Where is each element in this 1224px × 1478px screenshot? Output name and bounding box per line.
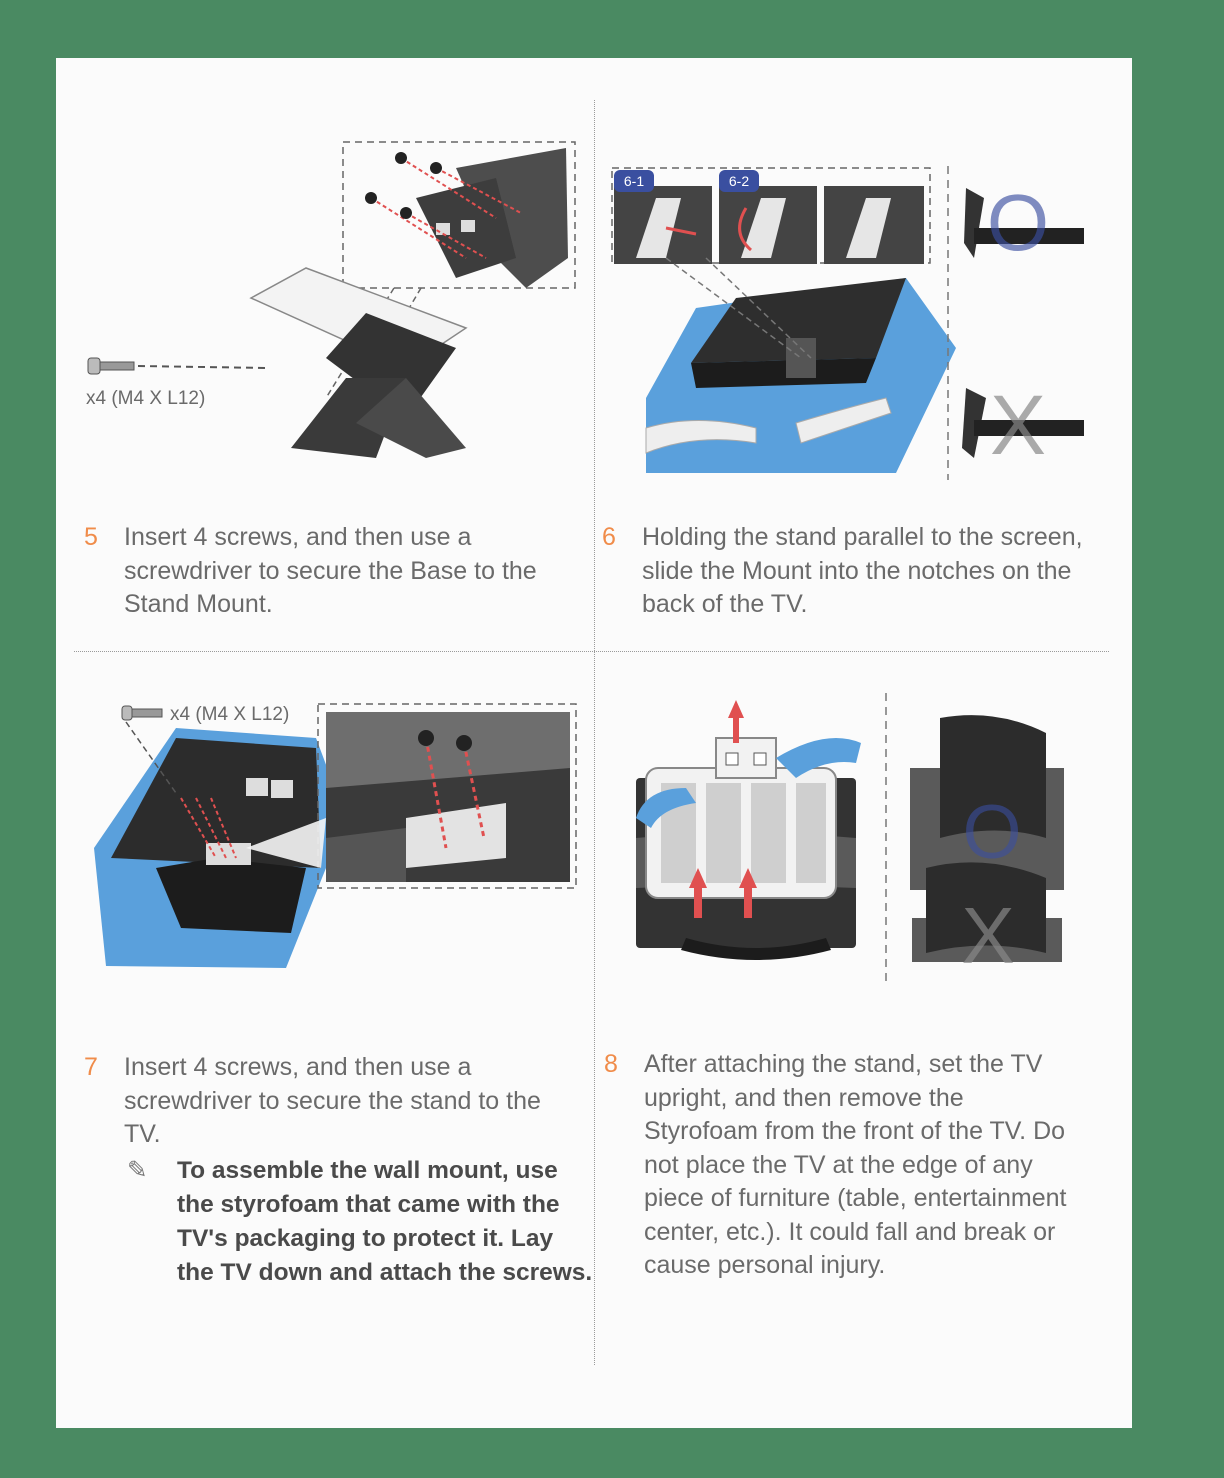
step-number: 7 [84, 1051, 98, 1085]
step-text: Holding the stand parallel to the screen… [642, 521, 1092, 622]
step-text: Insert 4 screws, and then use a screwdri… [124, 1051, 564, 1152]
pencil-icon: ✎ [127, 1154, 148, 1188]
step-text: Insert 4 screws, and then use a screwdri… [124, 521, 584, 622]
step-number: 8 [604, 1048, 618, 1082]
screw-count-label: x4 (M4 X L12) [86, 388, 205, 409]
screw-icon [122, 706, 162, 720]
note-text: To assemble the wall mount, use the styr… [177, 1157, 592, 1286]
correct-mark: O [987, 178, 1049, 267]
svg-text:6-2: 6-2 [729, 173, 749, 189]
column-divider [594, 100, 595, 1365]
step-number: 6 [602, 521, 616, 555]
incorrect-mark: X [961, 891, 1014, 980]
badge-6-1: 6-1 [614, 170, 654, 192]
row-divider [74, 651, 1109, 652]
step-text: After attaching the stand, set the TV up… [644, 1048, 1084, 1283]
badge-6-2: 6-2 [719, 170, 759, 192]
step7-illustration: x4 (M4 X L12) [86, 698, 586, 978]
svg-text:6-1: 6-1 [624, 173, 644, 189]
step6-illustration: 6-1 6-2 O X [606, 158, 1106, 488]
screw-count-label: x4 (M4 X L12) [170, 704, 289, 725]
incorrect-mark: X [990, 378, 1046, 472]
screw-icon [88, 358, 134, 374]
correct-mark: O [962, 790, 1021, 875]
step5-illustration: x4 (M4 X L12) [76, 128, 586, 458]
step8-illustration: O X [626, 688, 1086, 988]
wall-mount-note: ✎ To assemble the wall mount, use the st… [177, 1154, 593, 1290]
instruction-page: x4 (M4 X L12) 6-1 6-2 [56, 58, 1132, 1428]
step-number: 5 [84, 521, 98, 555]
